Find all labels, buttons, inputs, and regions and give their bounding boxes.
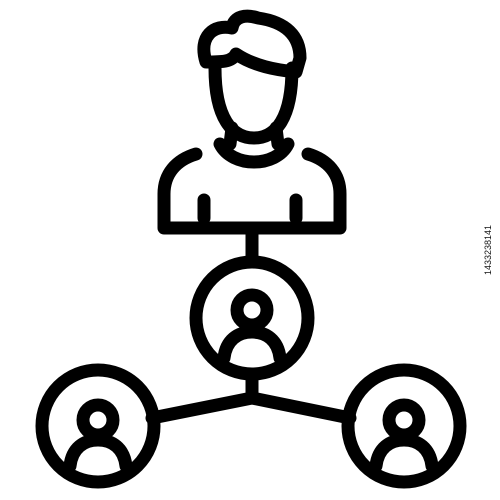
right-node-circle xyxy=(341,363,467,489)
right-node-head xyxy=(382,398,426,442)
leader-person-icon xyxy=(157,9,347,235)
left-node-circle xyxy=(35,363,161,489)
left-member-node xyxy=(35,363,161,489)
middle-member-node xyxy=(189,255,315,381)
leader-arms xyxy=(197,193,303,225)
middle-node-body xyxy=(217,325,287,365)
left-node-body xyxy=(63,433,133,473)
middle-node-circle xyxy=(189,255,315,381)
leader-hair xyxy=(197,9,307,79)
connector-junction-to-right xyxy=(245,391,357,425)
middle-node-head xyxy=(230,288,274,332)
leader-neck xyxy=(223,121,285,151)
connector-junction-to-left xyxy=(145,391,259,425)
leader-head-outline xyxy=(208,61,299,145)
left-node-head xyxy=(76,398,120,442)
right-node-body xyxy=(369,433,439,473)
right-member-node xyxy=(341,363,467,489)
leader-collar xyxy=(213,137,295,169)
image-id-watermark: 1433238141 xyxy=(483,224,493,276)
